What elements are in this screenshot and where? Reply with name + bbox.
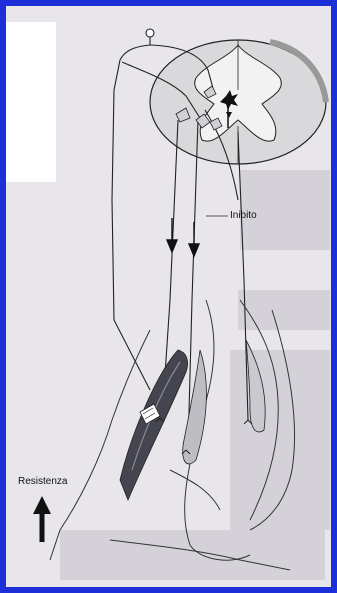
white-mask-box	[6, 22, 56, 182]
resistance-arrow	[33, 496, 51, 542]
resistance-label: Resistenza	[18, 476, 67, 487]
background-text-blocks	[60, 170, 330, 580]
inhibited-label: Inibito	[230, 210, 257, 221]
sensory-ganglion	[146, 29, 154, 37]
descending-arrows	[167, 218, 199, 256]
